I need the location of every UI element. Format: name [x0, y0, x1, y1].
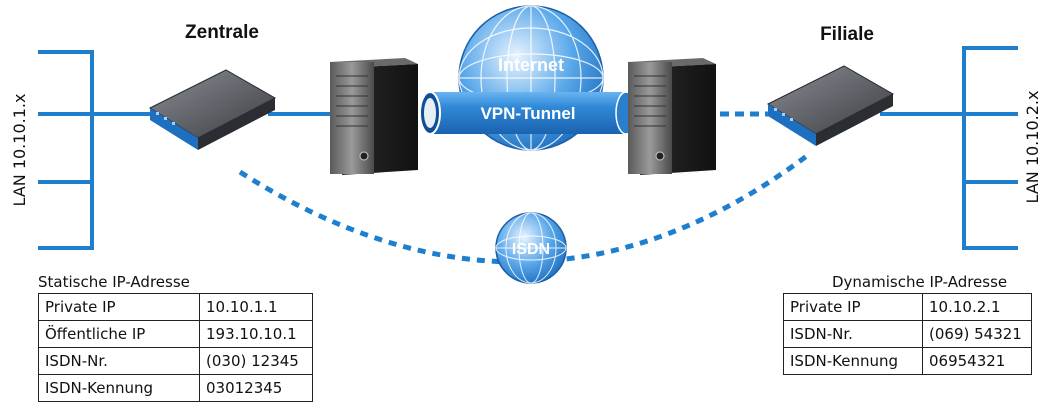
left-table-caption: Statische IP-Adresse [38, 273, 190, 291]
router-right [766, 65, 895, 146]
row-value: 10.10.1.1 [199, 293, 313, 321]
zentrale-title: Zentrale [185, 22, 259, 43]
lan-right-label: LAN 10.10.2.x [1023, 91, 1042, 204]
row-key: ISDN-Kennung [783, 347, 923, 375]
table-row: ISDN-Kennung 06954321 [783, 347, 1032, 375]
row-value: 06954321 [922, 347, 1032, 375]
row-key: Private IP [783, 293, 923, 321]
table-row: ISDN-Nr. (030) 12345 [38, 347, 313, 375]
row-value: (030) 12345 [199, 347, 313, 375]
table-row: ISDN-Kennung 03012345 [38, 374, 313, 402]
row-key: Private IP [38, 293, 200, 321]
lan-right-bracket [962, 46, 1018, 250]
lan-left-label: LAN 10.10.1.x [10, 94, 29, 207]
right-table-caption: Dynamische IP-Adresse [832, 273, 1008, 291]
router-left [148, 69, 277, 150]
row-key: ISDN-Kennung [38, 374, 200, 402]
table-row: Private IP 10.10.2.1 [783, 293, 1032, 321]
zentrale-info-table: Private IP 10.10.1.1 Öffentliche IP 193.… [38, 293, 313, 402]
internet-label: Internet [498, 55, 564, 75]
row-key: ISDN-Nr. [783, 320, 923, 348]
row-value: (069) 54321 [922, 320, 1032, 348]
table-row: ISDN-Nr. (069) 54321 [783, 320, 1032, 348]
row-value: 03012345 [199, 374, 313, 402]
filiale-info-table: Private IP 10.10.2.1 ISDN-Nr. (069) 5432… [783, 293, 1032, 375]
filiale-title: Filiale [820, 24, 874, 45]
vpn-tunnel-label: VPN-Tunnel [480, 104, 575, 123]
table-row: Öffentliche IP 193.10.10.1 [38, 320, 313, 348]
row-key: ISDN-Nr. [38, 347, 200, 375]
isdn-globe [495, 212, 567, 284]
server-right [628, 58, 716, 175]
row-key: Öffentliche IP [38, 320, 200, 348]
isdn-label: ISDN [512, 241, 550, 258]
row-value: 10.10.2.1 [922, 293, 1032, 321]
row-value: 193.10.10.1 [199, 320, 313, 348]
table-row: Private IP 10.10.1.1 [38, 293, 313, 321]
lan-left-bracket [38, 50, 94, 250]
server-left [330, 58, 418, 175]
